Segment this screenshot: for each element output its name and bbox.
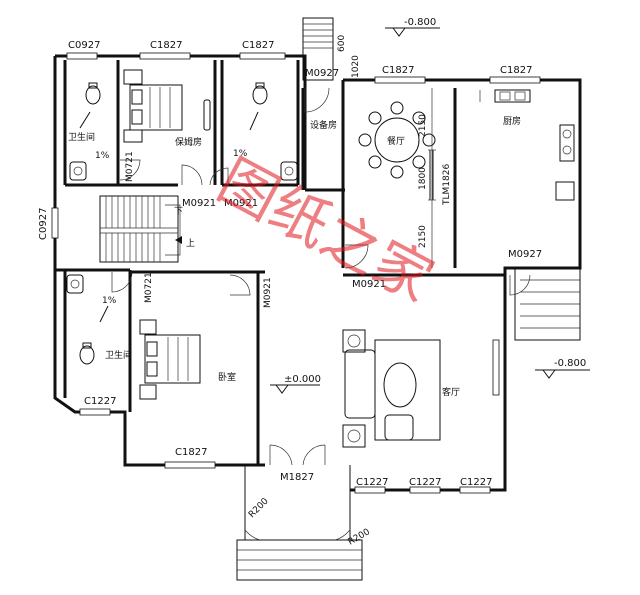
watermark-text: 图纸之家 <box>207 146 444 315</box>
dim-c: 2150 <box>418 225 428 248</box>
slope-labels: 1% 1% 1% <box>95 149 248 306</box>
window-labels: C0927 C1827 C1827 C1827 C1827 C0927 C122… <box>38 40 532 488</box>
door-label: TLM1826 <box>442 164 452 206</box>
door-label: M0721 <box>144 272 154 303</box>
bath-fixtures <box>66 82 298 365</box>
door-label: M0921 <box>263 277 273 308</box>
stair-up-label: 上 <box>186 238 195 249</box>
window-label: C1227 <box>84 396 116 407</box>
room-kitchen: 厨房 <box>503 115 521 127</box>
dim-a: 2150 <box>418 114 428 137</box>
window-label: C1827 <box>500 65 532 76</box>
staircase: 下 上 <box>99 195 195 263</box>
door-label: M0921 <box>352 279 386 290</box>
dim-top-stair: 600 <box>337 35 347 52</box>
room-nanny: 保姆房 <box>175 136 202 148</box>
stair-down-label: 下 <box>174 207 183 217</box>
window-label: C1227 <box>460 477 492 488</box>
dim-top-gap: 1020 <box>351 55 361 78</box>
window-label: C1827 <box>382 65 414 76</box>
interior-walls <box>55 60 505 465</box>
level-floor: ±0.000 <box>284 374 321 385</box>
room-labels: 卫生间 保姆房 设备房 餐厅 厨房 卧室 客厅 卫生间 <box>68 115 521 398</box>
window-label: C1827 <box>150 40 182 51</box>
dimension-line: 2150 1800 2150 <box>418 88 436 268</box>
slope-bath-top: 1% <box>95 151 110 161</box>
right-steps <box>514 267 581 341</box>
level-outside-right: -0.800 <box>554 358 586 369</box>
dim-b: 1800 <box>418 167 428 190</box>
window-label: C0927 <box>38 208 49 240</box>
door-label: M0921 <box>224 198 258 209</box>
slope-nanny-bath: 1% <box>233 149 248 159</box>
level-outside-top: -0.800 <box>404 17 436 28</box>
door-label: M0721 <box>125 151 135 182</box>
door-label: M0921 <box>182 198 216 209</box>
door-labels: M0927 M0721 M0921 M0921 M0721 M0921 M092… <box>125 68 542 483</box>
radius-label: R200 <box>247 496 271 520</box>
window-label: C0927 <box>68 40 100 51</box>
door-label: M0927 <box>508 249 542 260</box>
level-markers: -0.800 -0.800 ±0.000 <box>270 17 590 394</box>
room-equipment: 设备房 <box>310 119 337 131</box>
door-swings <box>111 87 531 466</box>
windows <box>51 52 541 494</box>
kitchen-fixtures <box>479 89 575 201</box>
room-living: 客厅 <box>442 386 460 398</box>
room-bath-left: 卫生间 <box>105 349 132 361</box>
slope-arrows <box>79 111 259 323</box>
entry-porch <box>236 465 363 581</box>
window-label: C1227 <box>409 477 441 488</box>
living-furniture <box>342 329 441 448</box>
sliding-door <box>429 150 434 200</box>
window-label: C1827 <box>175 447 207 458</box>
room-bath-top: 卫生间 <box>68 131 95 143</box>
window-label: C1227 <box>356 477 388 488</box>
window-label: C1827 <box>242 40 274 51</box>
room-bedroom: 卧室 <box>218 371 236 383</box>
bedroom-bed <box>139 319 201 400</box>
top-entrance-steps: 600 1020 <box>302 17 361 81</box>
door-label: M1827 <box>280 472 314 483</box>
dining-table <box>358 101 436 179</box>
nanny-bed <box>123 69 183 143</box>
room-dining: 餐厅 <box>387 135 405 147</box>
slope-bath-left: 1% <box>102 296 117 306</box>
door-label: M0927 <box>305 68 339 79</box>
